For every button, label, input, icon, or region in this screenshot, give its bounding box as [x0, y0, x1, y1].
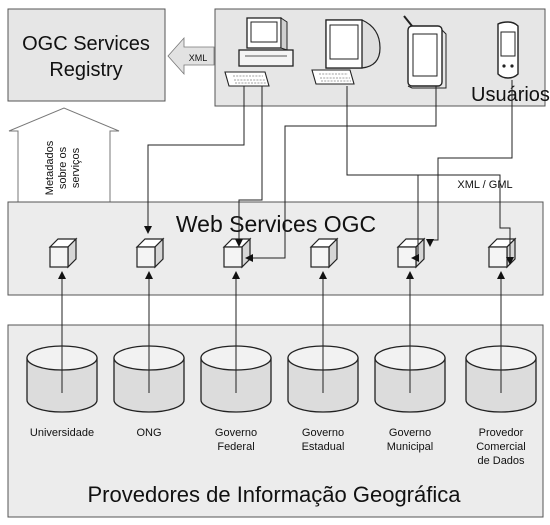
service-cube-icon — [487, 237, 517, 269]
connection-crt-commercial — [347, 174, 514, 265]
provider-label: Governo — [215, 427, 257, 439]
web-services-title: Web Services OGC — [176, 211, 376, 237]
provider-label: Governo — [302, 427, 344, 439]
registry-title-line2: Registry — [49, 59, 122, 81]
metadata-label-line3: serviços — [70, 147, 82, 188]
registry-box: OGC Services Registry — [7, 8, 166, 102]
provider-label: Municipal — [387, 441, 433, 453]
provider-label: Governo — [389, 427, 431, 439]
metadata-arrow: Metadados sobre os serviços — [8, 107, 120, 202]
service-cube-icon — [396, 237, 426, 269]
provider-service-connections — [58, 271, 505, 393]
service-cube-icon — [222, 237, 252, 269]
provider-label: Universidade — [30, 427, 94, 439]
provider-label: Estadual — [302, 441, 345, 453]
users-label: Usuários — [471, 84, 550, 106]
xml-label: XML — [189, 53, 208, 63]
desktop-computer-icon — [224, 17, 294, 87]
xml-gml-label: XML / GML — [457, 179, 512, 191]
metadata-label-line2: sobre os — [57, 146, 69, 189]
service-cube-icon — [309, 237, 339, 269]
pda-icon — [497, 21, 519, 79]
connection-desktop-ong — [144, 86, 245, 234]
connection-tablet-federal — [245, 86, 437, 262]
provider-label: ONG — [136, 427, 161, 439]
xml-arrow: XML — [167, 36, 215, 76]
tablet-icon — [403, 15, 447, 89]
crt-computer-icon — [311, 19, 381, 85]
providers-title: Provedores de Informação Geográfica — [88, 482, 462, 507]
registry-title-line1: OGC Services — [22, 33, 150, 55]
connection-pda-municipal — [426, 80, 513, 247]
service-cube-icon — [135, 237, 165, 269]
provider-label: de Dados — [477, 455, 525, 467]
metadata-label-line1: Metadados — [44, 140, 56, 195]
service-cube-icon — [48, 237, 78, 269]
provider-label: Provedor — [479, 427, 524, 439]
connection-desktop-federal — [235, 86, 263, 247]
provider-label: Comercial — [476, 441, 526, 453]
web-services-panel: Web Services OGC — [7, 201, 544, 296]
user-service-connections — [144, 80, 514, 265]
provider-label: Federal — [217, 441, 254, 453]
